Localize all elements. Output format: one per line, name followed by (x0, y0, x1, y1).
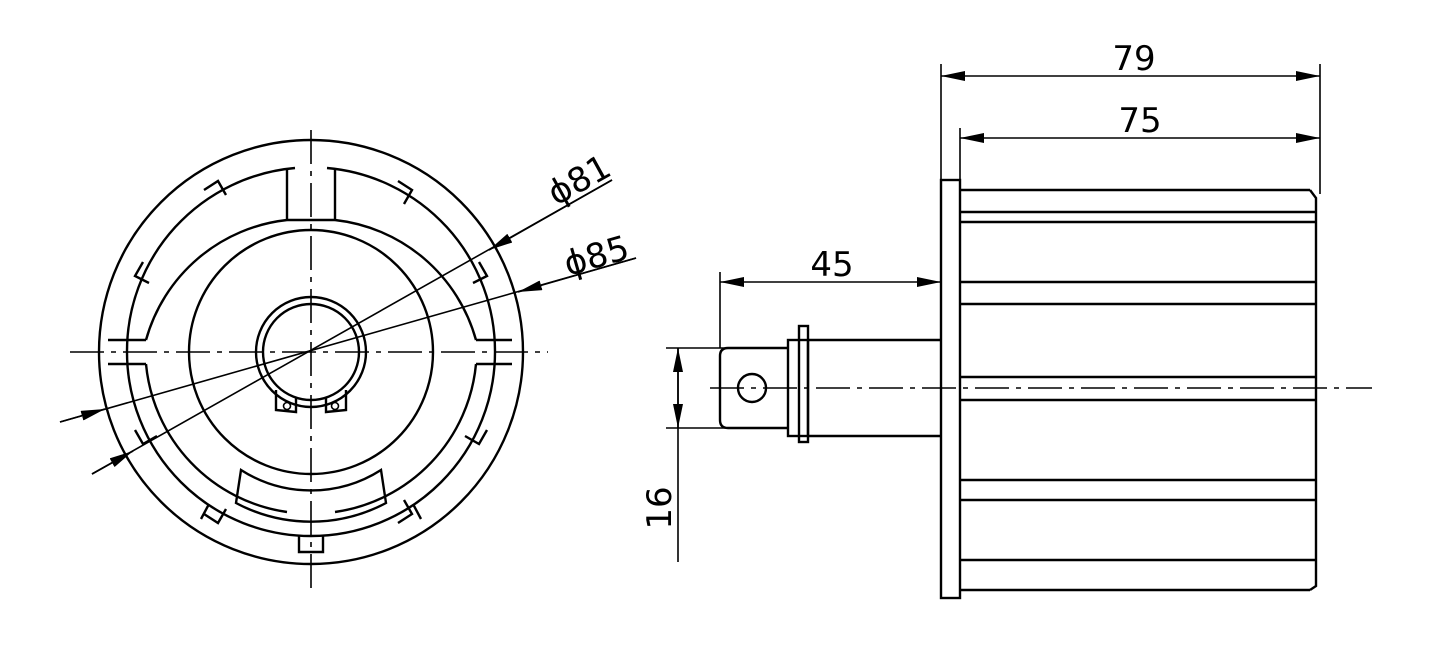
side-view: 79 75 45 16 (640, 39, 1372, 600)
front-bottom-segments (199, 467, 423, 554)
dim-shaft-length: 45 (719, 245, 941, 348)
dim-body-length: 75 (959, 101, 1320, 180)
dia85-arrow-in (59, 408, 106, 423)
front-rim-teeth (133, 179, 489, 525)
front-groove-ring (108, 166, 512, 538)
dia85-label: ϕ85 (559, 228, 633, 285)
dim-79-label: 79 (1112, 39, 1155, 79)
dia81-arrow-in (91, 450, 134, 475)
dim-shaft-width: 16 (640, 347, 788, 562)
drum-body (960, 188, 1318, 592)
front-outer-circle (97, 138, 525, 566)
front-hub (254, 295, 368, 414)
dim-16-label: 16 (640, 486, 680, 529)
shaft (718, 324, 941, 444)
dim-overall-length: 79 (940, 39, 1321, 194)
dia85-arrow-out (517, 257, 637, 293)
front-inner-circle (187, 228, 435, 476)
front-view: ϕ81 ϕ85 (59, 130, 637, 588)
flange-plate (939, 178, 962, 600)
dia81-arrow-out (488, 179, 613, 251)
dim-75-label: 75 (1118, 101, 1161, 141)
front-hub-outer-circle (254, 295, 368, 409)
dia81-label: ϕ81 (541, 147, 618, 214)
shaft-washer (797, 324, 810, 444)
dim-45-label: 45 (810, 245, 853, 285)
front-hub-bore-circle (261, 302, 361, 402)
